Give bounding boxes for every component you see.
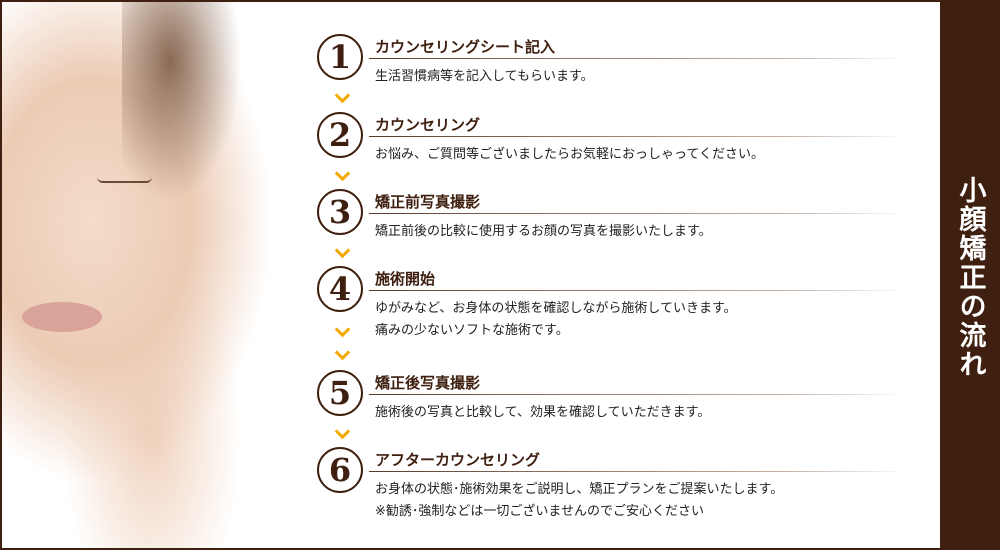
- divider: [369, 136, 907, 137]
- step-description: お身体の状態･施術効果をご説明し、矯正プランをご提案いたします。※勧誘･強制など…: [375, 482, 784, 519]
- step-title: カウンセリングシート記入: [375, 38, 556, 56]
- step-title: 矯正前写真撮影: [375, 193, 481, 211]
- chevron-down-icon: [335, 249, 349, 259]
- hair-shading: [122, 2, 242, 202]
- step-description: 矯正前後の比較に使用するお顔の写真を撮影いたします。: [375, 224, 712, 239]
- step-number: 2: [317, 112, 363, 158]
- divider: [369, 290, 907, 291]
- chevron-down-icon: [335, 172, 349, 182]
- divider: [369, 394, 907, 395]
- step-description: お悩み、ご質問等ございましたらお気軽におっしゃってください。: [375, 147, 764, 162]
- step-description: ゆがみなど、お身体の状態を確認しながら施術していきます。痛みの少ないソフトな施術…: [375, 301, 737, 338]
- step-description: 施術後の写真と比較して、効果を確認していただきます。: [375, 405, 711, 420]
- chevron-down-icon: [335, 351, 349, 361]
- step-number: 4: [317, 266, 363, 312]
- divider: [369, 213, 907, 214]
- step-title: 施術開始: [375, 270, 436, 288]
- face-photo: [2, 2, 302, 548]
- sidebar: 小顔矯正の流れ: [940, 2, 1000, 548]
- chevron-down-icon: [335, 430, 349, 440]
- step-title: 矯正後写真撮影: [375, 374, 481, 392]
- step-number: 5: [317, 370, 363, 416]
- chevron-down-icon: [335, 328, 349, 338]
- step-number: 3: [317, 189, 363, 235]
- sidebar-title: 小顔矯正の流れ: [954, 175, 986, 379]
- step-title: カウンセリング: [375, 116, 481, 134]
- divider: [369, 471, 907, 472]
- step-title: アフターカウンセリング: [375, 451, 541, 469]
- divider: [369, 58, 907, 59]
- step-number: 1: [317, 34, 363, 80]
- lips: [22, 302, 102, 332]
- step-description: 生活習慣病等を記入してもらいます。: [375, 69, 594, 84]
- step-number: 6: [317, 447, 363, 493]
- chevron-down-icon: [335, 94, 349, 104]
- closed-eye: [97, 177, 152, 183]
